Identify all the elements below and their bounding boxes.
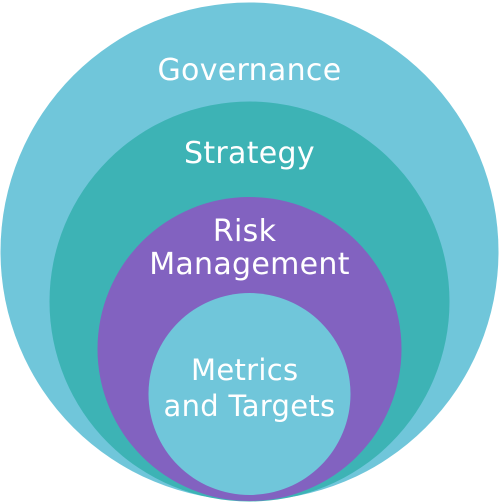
label-risk-management-line-2: Management [149, 247, 350, 282]
circle-metrics-and-targets [148, 293, 351, 495]
label-governance: Governance [158, 53, 342, 88]
label-metrics-and-targets-line-2: and Targets [164, 389, 336, 423]
label-metrics-and-targets: Metrics and Targets [164, 353, 336, 423]
label-strategy: Strategy [184, 136, 315, 171]
label-governance-line-1: Governance [158, 53, 342, 88]
label-metrics-and-targets-line-1: Metrics [191, 353, 298, 387]
label-strategy-line-1: Strategy [184, 136, 315, 171]
label-risk-management: Risk Management [149, 214, 350, 282]
level-metrics-and-targets: Metrics and Targets [148, 293, 351, 495]
label-risk-management-line-1: Risk [213, 214, 277, 249]
